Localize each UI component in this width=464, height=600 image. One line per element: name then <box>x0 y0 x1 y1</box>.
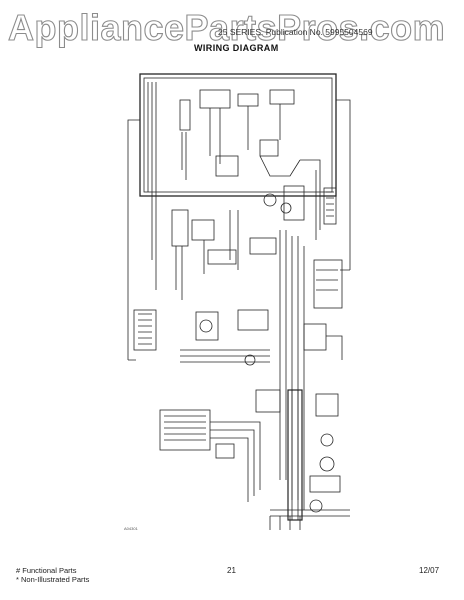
mid-component-region <box>171 209 343 510</box>
legend-non-illustrated-parts: * Non-Illustrated Parts <box>16 575 90 584</box>
page-number: 21 <box>227 566 236 575</box>
diagram-code: A04301 <box>124 526 139 531</box>
page-title: WIRING DIAGRAM <box>194 43 279 53</box>
wiring-diagram: A04301 <box>124 73 351 531</box>
publication-number: Publication No. 5995504569 <box>265 27 373 37</box>
model-reference: 25 SERIES <box>218 27 261 37</box>
footer-legend: # Functional Parts * Non-Illustrated Par… <box>16 566 89 584</box>
control-board-region <box>179 89 337 240</box>
lower-harness-region <box>133 309 281 502</box>
footer-date: 12/07 <box>419 566 440 575</box>
watermark-text: AppliancePartsPros.com <box>8 7 445 48</box>
legend-functional-parts: # Functional Parts <box>16 566 77 575</box>
header-publication-info: 25 SERIES Publication No. 5995504569 <box>218 27 373 37</box>
wiring-outer-harness <box>127 73 351 361</box>
bottom-right-components <box>269 389 350 530</box>
watermark-logo: AppliancePartsPros.com <box>7 6 445 48</box>
